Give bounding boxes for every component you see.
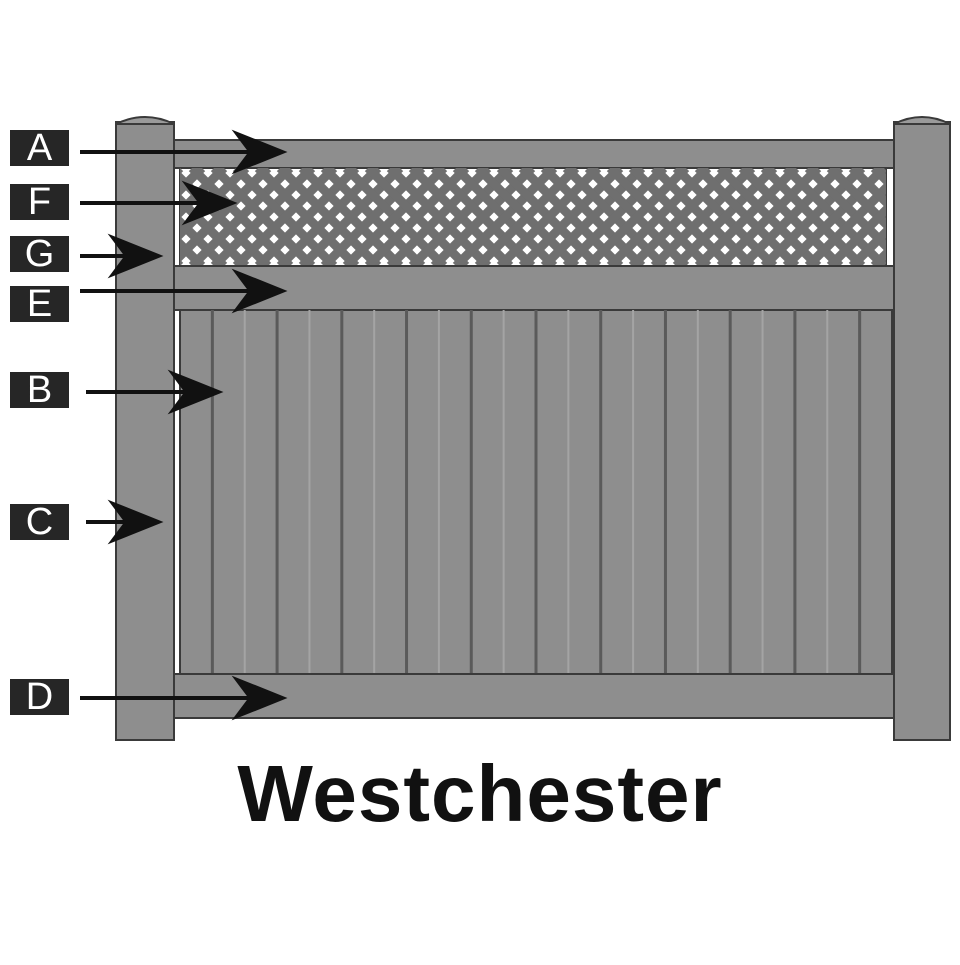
lattice-strip [826,203,886,266]
lattice-strip [848,168,886,209]
left-post [115,116,175,741]
mid-rail [173,265,895,311]
callout-label-g: G [8,234,71,274]
right-post [893,116,951,741]
callout-arrows [80,129,288,721]
callout-label-c: C [8,502,71,542]
diagram-title: Westchester [237,749,723,838]
callout-label-e: E [8,284,71,324]
lattice-strip [848,225,886,266]
callout-label-b: B [8,370,71,410]
lattice-panel [179,167,887,267]
callout-label-a: A [8,128,71,168]
callout-label-d: D [8,677,71,717]
lattice-strip [804,181,886,266]
callout-label-f: F [8,182,71,222]
privacy-boards [179,309,893,675]
